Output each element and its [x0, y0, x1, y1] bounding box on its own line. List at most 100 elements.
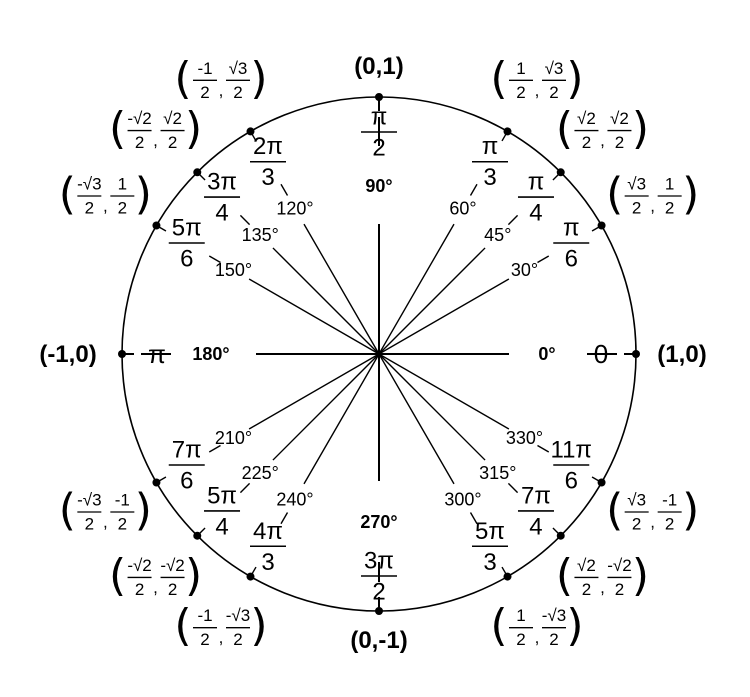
comma: ,: [103, 197, 108, 216]
y-numerator: √3: [545, 59, 564, 78]
x-denominator: 2: [135, 580, 144, 599]
coordinate-label-60: ()12,√321/2√3/2: [490, 53, 583, 104]
radian-denominator: 4: [529, 513, 542, 540]
radian-numerator: 7π: [172, 437, 202, 464]
ray-330-segment: [537, 444, 550, 453]
paren-close: ): [566, 600, 583, 651]
ray-135: [272, 247, 380, 355]
ray-315-segment: [507, 482, 519, 494]
ray-330: [378, 353, 510, 430]
comma: ,: [600, 131, 605, 150]
radian-label-315: 7π4: [517, 482, 554, 540]
radian-label-150: 5π6: [168, 215, 205, 273]
ray-60-segment: [469, 183, 478, 196]
point-90: [375, 93, 383, 101]
point-300: [503, 572, 512, 581]
y-numerator: -√2: [160, 556, 184, 575]
ray-120: [303, 223, 380, 355]
paren-close: ): [682, 169, 699, 220]
y-value: 1: [382, 53, 395, 80]
point-315: [556, 531, 565, 540]
point-225: [193, 531, 202, 540]
y-value: -1/2: [638, 503, 667, 522]
degree-label-240: 240°: [276, 489, 313, 509]
coordinate-label-30: ()√32,12√3/21/2: [606, 169, 699, 220]
paren-open: (: [490, 53, 507, 104]
x-value: 0: [358, 627, 371, 654]
point-270: [375, 607, 383, 615]
ray-240: [303, 353, 380, 485]
coordinate-label-0: (1,0): [657, 341, 706, 368]
paren-open: (: [350, 627, 358, 654]
coordinate-label-315: ()√22,-√22√2/2-√2/2: [556, 550, 649, 601]
radian-denominator: 6: [180, 246, 193, 273]
ray-315: [378, 353, 486, 461]
degree-label-330: 330°: [506, 428, 543, 448]
paren-open: (: [109, 550, 126, 601]
point-0: [632, 350, 640, 358]
y-denominator: 2: [168, 133, 177, 152]
paren-close: ): [400, 627, 408, 654]
ray-30: [378, 278, 510, 355]
coordinate-label-45: ()√22,√22√2/2√2/2: [556, 103, 649, 154]
ray-210: [248, 353, 380, 430]
paren-open: (: [59, 485, 76, 536]
y-numerator: -1: [662, 491, 677, 510]
coordinate-label-150: ()-√32,12-√3/21/2: [59, 169, 152, 220]
y-value: -√3/2: [202, 618, 241, 637]
paren-open: (: [556, 550, 573, 601]
ray-135-segment: [239, 214, 251, 226]
comma: ,: [372, 627, 379, 654]
paren-close: ): [396, 53, 404, 80]
radian-label-135: 3π4: [204, 169, 241, 227]
comma: ,: [219, 81, 224, 100]
degree-label-135: 135°: [242, 225, 279, 245]
coordinate-text: (1,0): [657, 341, 706, 368]
paren-close: ): [699, 341, 707, 368]
paren-close: ): [89, 341, 97, 368]
y-value: -√3/2: [518, 618, 557, 637]
radian-denominator: 3: [483, 549, 496, 576]
degree-label-210: 210°: [215, 428, 252, 448]
paren-open: (: [39, 341, 47, 368]
y-numerator: -√3: [542, 606, 566, 625]
point-30: [597, 221, 606, 230]
degree-label-150: 150°: [215, 260, 252, 280]
x-value: -1: [47, 341, 68, 368]
coordinate-label-120: ()-12,√32-1/2√3/2: [174, 53, 267, 104]
ray-150: [248, 278, 380, 355]
degree-label-45: 45°: [484, 225, 511, 245]
y-value: √2/2: [586, 121, 619, 140]
comma: ,: [535, 81, 540, 100]
degree-label-225: 225°: [242, 463, 279, 483]
ray-30-segment: [537, 255, 550, 264]
y-value: -1/2: [91, 503, 120, 522]
coordinate-label-90: (0,1): [354, 53, 403, 80]
comma: ,: [69, 341, 76, 368]
degree-label-300: 300°: [444, 489, 481, 509]
point-330: [597, 478, 606, 487]
radian-numerator: 3π: [207, 169, 237, 196]
paren-open: (: [109, 103, 126, 154]
point-120: [246, 127, 255, 136]
degree-label-60: 60°: [449, 199, 476, 219]
radian-denominator: 6: [565, 468, 578, 495]
y-value: 0: [75, 341, 88, 368]
coordinate-label-270: (0,-1): [350, 627, 407, 654]
radian-label-210: 7π6: [168, 437, 205, 495]
y-denominator: 2: [615, 133, 624, 152]
radian-numerator: 3π: [364, 548, 394, 575]
x-denominator: 2: [582, 580, 591, 599]
radian-numerator: π: [482, 133, 499, 160]
y-numerator: -1: [115, 491, 130, 510]
coordinate-label-300: ()12,-√321/2-√3/2: [490, 600, 583, 651]
paren-open: (: [354, 53, 362, 80]
y-denominator: 2: [118, 199, 127, 218]
ray-45: [378, 247, 486, 355]
ray-240-segment: [280, 512, 289, 525]
radian-numerator: π: [563, 215, 580, 242]
y-denominator: 2: [118, 515, 127, 534]
y-value: -√2/2: [583, 568, 622, 587]
paren-close: ): [632, 550, 649, 601]
degree-label-30: 30°: [511, 260, 538, 280]
